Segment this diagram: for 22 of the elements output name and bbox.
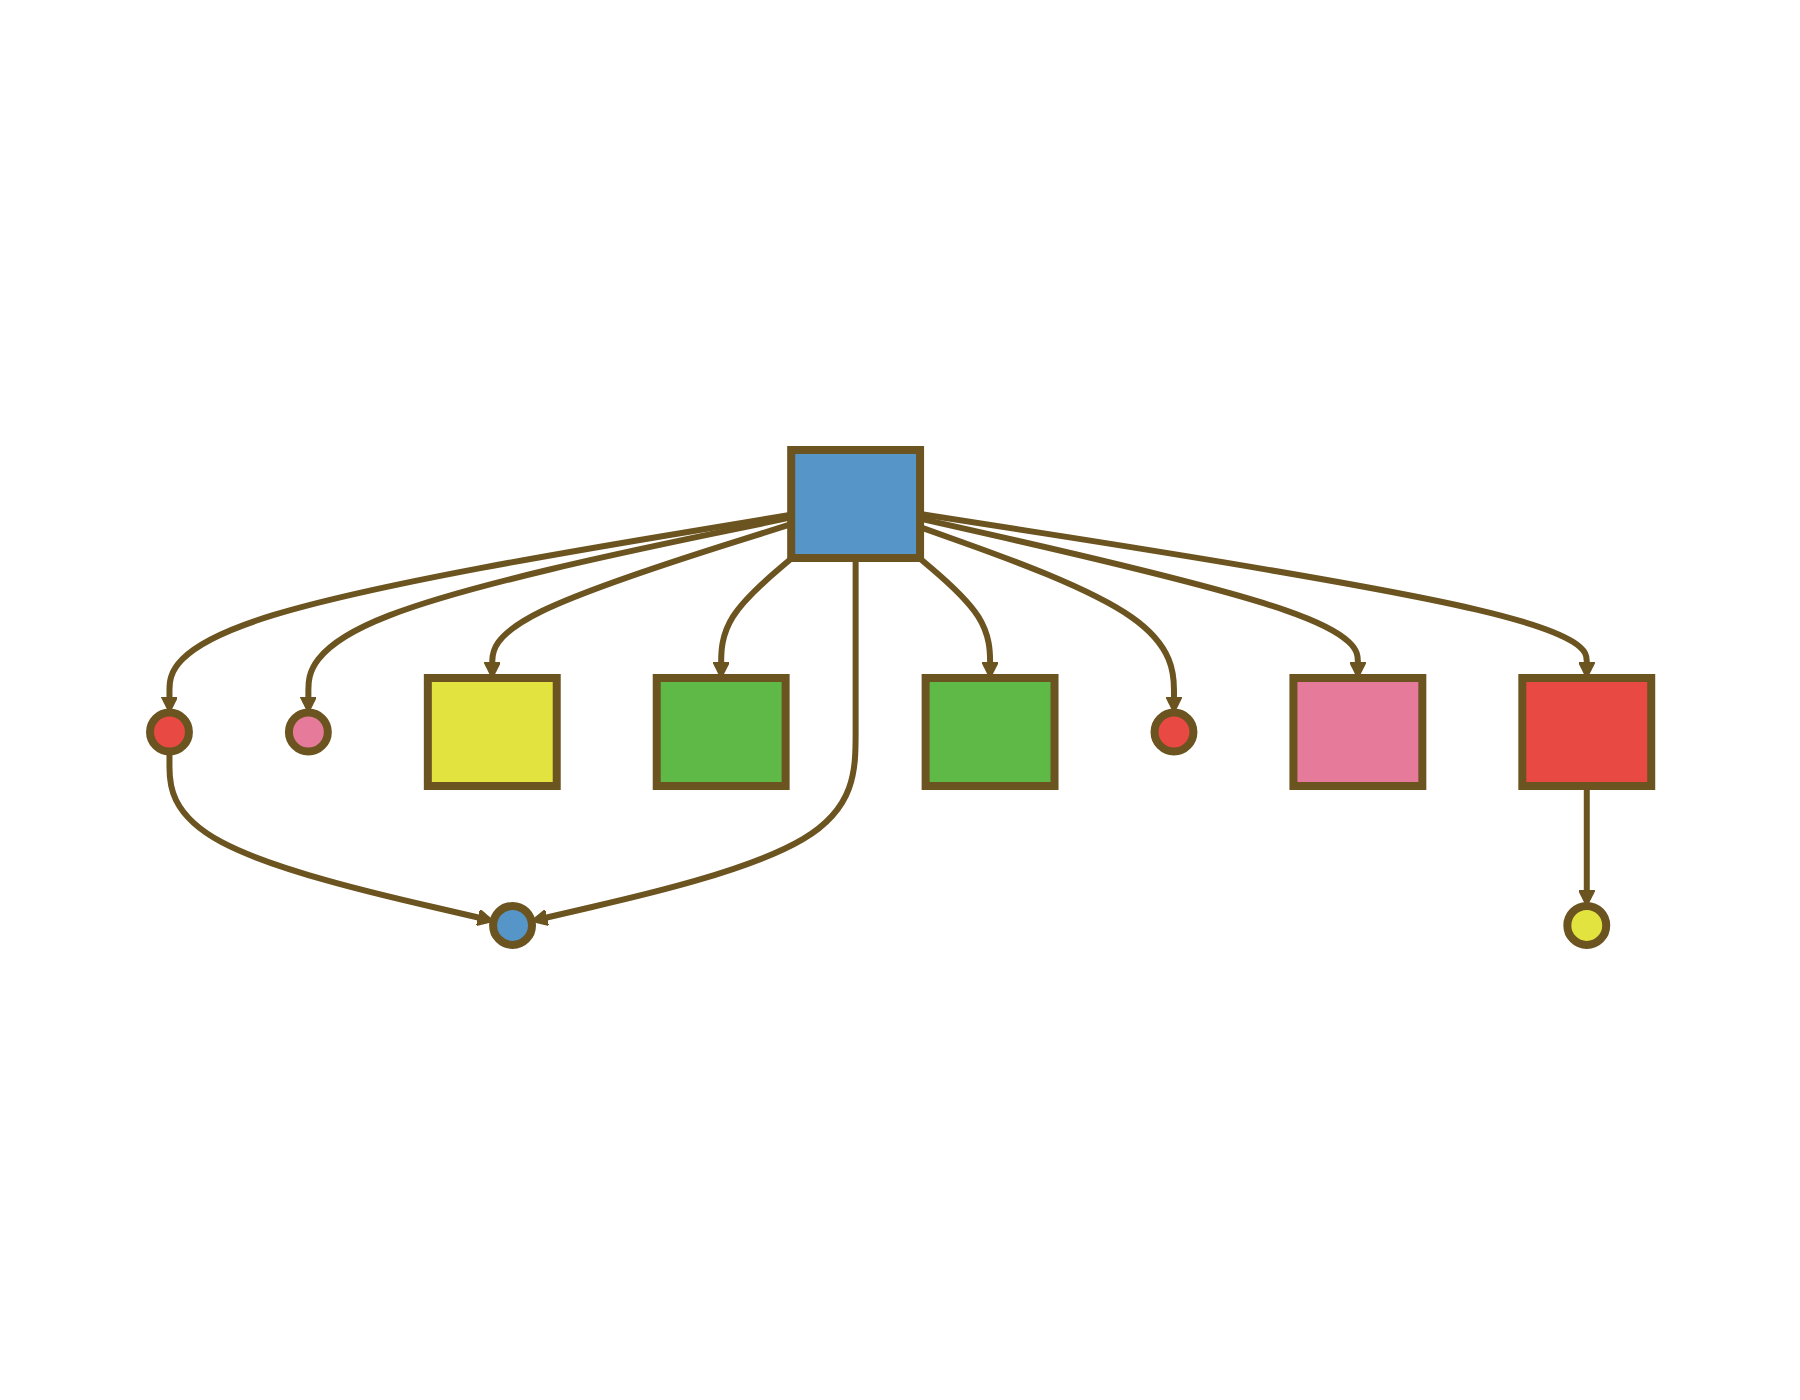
node-box <box>786 446 924 563</box>
node-box <box>921 674 1058 791</box>
arrow <box>298 514 792 714</box>
node-box <box>1288 674 1426 791</box>
node-box <box>1517 674 1655 791</box>
node-box <box>652 674 789 791</box>
arrow <box>711 556 794 680</box>
node-circle <box>145 708 193 756</box>
arrow <box>165 751 494 927</box>
arrow <box>918 524 1183 714</box>
node-circle <box>1149 708 1197 756</box>
arrow <box>482 521 792 680</box>
arrow <box>1577 786 1595 908</box>
node-circle <box>284 708 332 756</box>
arrow <box>918 516 1367 680</box>
node-circle <box>1562 902 1610 950</box>
arrow <box>530 558 858 927</box>
node-box <box>423 674 561 791</box>
arrow <box>916 556 999 680</box>
arrow <box>160 512 792 714</box>
node-circle <box>488 902 536 950</box>
arrow <box>919 511 1595 680</box>
